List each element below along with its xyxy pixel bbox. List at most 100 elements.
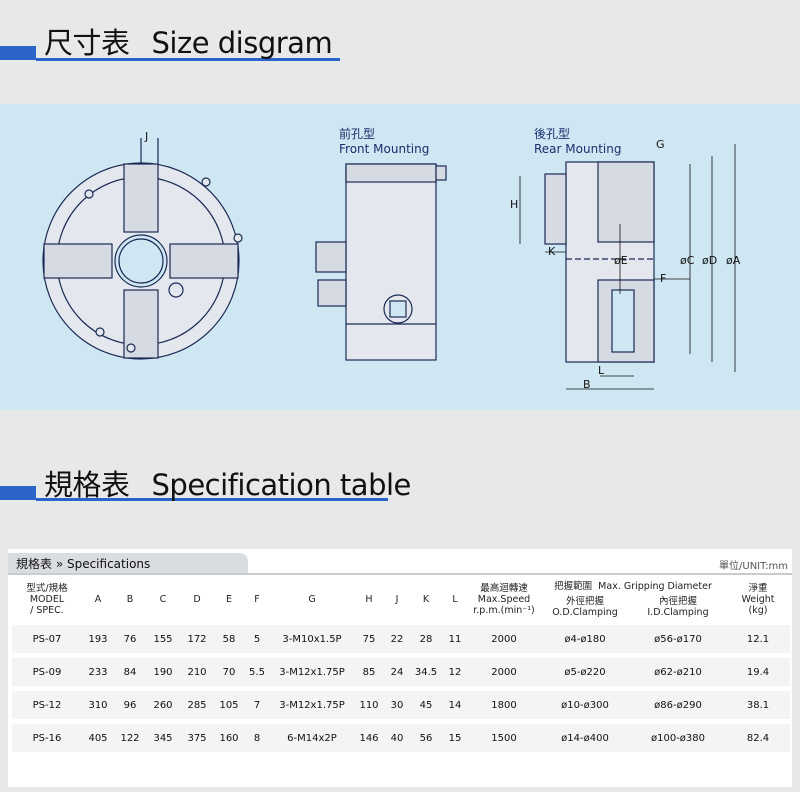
- table-cell: 1800: [468, 686, 540, 722]
- table-cell: 3-M12x1.75P: [270, 686, 354, 722]
- table-cell: 172: [180, 620, 214, 656]
- table-cell: 190: [146, 653, 180, 689]
- header-row-top: 型式/規格 MODEL / SPEC. A B C D E F G H J K …: [12, 579, 790, 616]
- table-cell: 146: [354, 719, 384, 752]
- rear-mounting-en: Rear Mounting: [534, 142, 621, 156]
- header-row-bottom: 外徑把握 O.D.Clamping 內徑把握 I.D.Clamping: [12, 594, 790, 623]
- table-cell: 105: [214, 686, 244, 722]
- header-e: E: [225, 594, 232, 605]
- dim-d-label: øD: [702, 254, 717, 267]
- front-side-body: [345, 163, 437, 361]
- table-cell: 8: [244, 719, 270, 752]
- chuck-drawing-svg: J 前孔型 Front Mounting: [42, 126, 741, 391]
- table-cell: 12.1: [726, 620, 790, 656]
- dim-a-label: øA: [726, 254, 741, 267]
- table-cell: 22: [384, 620, 410, 656]
- table-cell: ø100-ø380: [630, 719, 726, 752]
- spec-title-zh: 規格表: [44, 468, 130, 502]
- model-cell: PS-12: [12, 686, 82, 722]
- table-cell: 3-M10x1.5P: [270, 620, 354, 656]
- header-c: C: [159, 594, 167, 605]
- table-cell: 14: [442, 686, 468, 722]
- header-a: A: [94, 594, 102, 605]
- table-cell: ø56-ø170: [630, 620, 726, 656]
- table-cell: 30: [384, 686, 410, 722]
- dim-f-label: F: [660, 272, 666, 285]
- size-title-zh: 尺寸表: [44, 26, 130, 60]
- size-title-en: Size disgram: [151, 26, 333, 60]
- table-cell: 11: [442, 620, 468, 656]
- model-cell: PS-07: [12, 620, 82, 656]
- dim-h-label: H: [510, 198, 518, 211]
- table-cell: 210: [180, 653, 214, 689]
- technical-drawing: J 前孔型 Front Mounting: [0, 104, 800, 410]
- table-cell: ø10-ø300: [540, 686, 630, 722]
- header-j: J: [395, 594, 399, 605]
- header-h: H: [365, 594, 373, 605]
- table-cell: 193: [82, 620, 114, 656]
- table-cell: 38.1: [726, 686, 790, 722]
- unit-label: 單位/UNIT:mm: [719, 561, 788, 572]
- dim-j-label: J: [144, 130, 148, 143]
- table-cell: 285: [180, 686, 214, 722]
- table-cell: 76: [114, 620, 146, 656]
- table-cell: 6-M14x2P: [270, 719, 354, 752]
- table-cell: 2000: [468, 653, 540, 689]
- table-cell: 58: [214, 620, 244, 656]
- table-cell: 19.4: [726, 653, 790, 689]
- table-cell: 122: [114, 719, 146, 752]
- header-weight: 淨重 Weight (kg): [741, 583, 775, 616]
- heading-underline: [36, 498, 388, 501]
- table-cell: 233: [82, 653, 114, 689]
- header-k: K: [422, 594, 430, 605]
- header-l: L: [452, 594, 458, 605]
- dim-c-label: øC: [680, 254, 695, 267]
- model-cell: PS-09: [12, 653, 82, 689]
- table-cell: ø14-ø400: [540, 719, 630, 752]
- table-cell: 310: [82, 686, 114, 722]
- header-od: 外徑把握 O.D.Clamping: [552, 596, 618, 618]
- spec-table-panel: 規格表 » Specifications 單位/UNIT:mm 型式/規格 MO…: [8, 549, 792, 787]
- header-max-speed: 最高迴轉速 Max.Speed r.p.m.(min⁻¹): [473, 583, 535, 616]
- table-cell: 12: [442, 653, 468, 689]
- jaw-left: [43, 243, 113, 279]
- heading-accent-bar: [0, 486, 36, 500]
- table-cell: ø4-ø180: [540, 620, 630, 656]
- table-cell: 7: [244, 686, 270, 722]
- model-cell: PS-16: [12, 719, 82, 752]
- spec-table: 型式/規格 MODEL / SPEC. A B C D E F G H J K …: [12, 579, 790, 752]
- table-cell: 155: [146, 620, 180, 656]
- table-cell: 2000: [468, 620, 540, 656]
- table-cell: 375: [180, 719, 214, 752]
- table-cell: 28: [410, 620, 442, 656]
- dim-k-label: K: [548, 245, 556, 258]
- header-id: 內徑把握 I.D.Clamping: [647, 596, 709, 618]
- table-cell: 15: [442, 719, 468, 752]
- header-f: F: [254, 594, 260, 605]
- front-mounting-en: Front Mounting: [339, 142, 429, 156]
- jaw-top: [123, 163, 159, 233]
- table-cell: 56: [410, 719, 442, 752]
- dim-e-label: øE: [614, 254, 628, 267]
- dim-b-label: B: [583, 378, 591, 391]
- table-cell: 82.4: [726, 719, 790, 752]
- table-cell: 70: [214, 653, 244, 689]
- header-d: D: [193, 594, 201, 605]
- heading-underline: [36, 58, 340, 61]
- table-cell: 5.5: [244, 653, 270, 689]
- table-cell: 160: [214, 719, 244, 752]
- table-cell: 3-M12x1.75P: [270, 653, 354, 689]
- table-cell: ø62-ø210: [630, 653, 726, 689]
- header-model: 型式/規格 MODEL / SPEC.: [26, 583, 68, 616]
- header-b: B: [126, 594, 134, 605]
- dim-l-label: L: [598, 364, 605, 377]
- spec-caption: 規格表 » Specifications: [16, 557, 151, 571]
- rear-mounting-zh: 後孔型: [534, 127, 570, 141]
- heading-accent-bar: [0, 46, 36, 60]
- table-cell: 85: [354, 653, 384, 689]
- table-cell: 24: [384, 653, 410, 689]
